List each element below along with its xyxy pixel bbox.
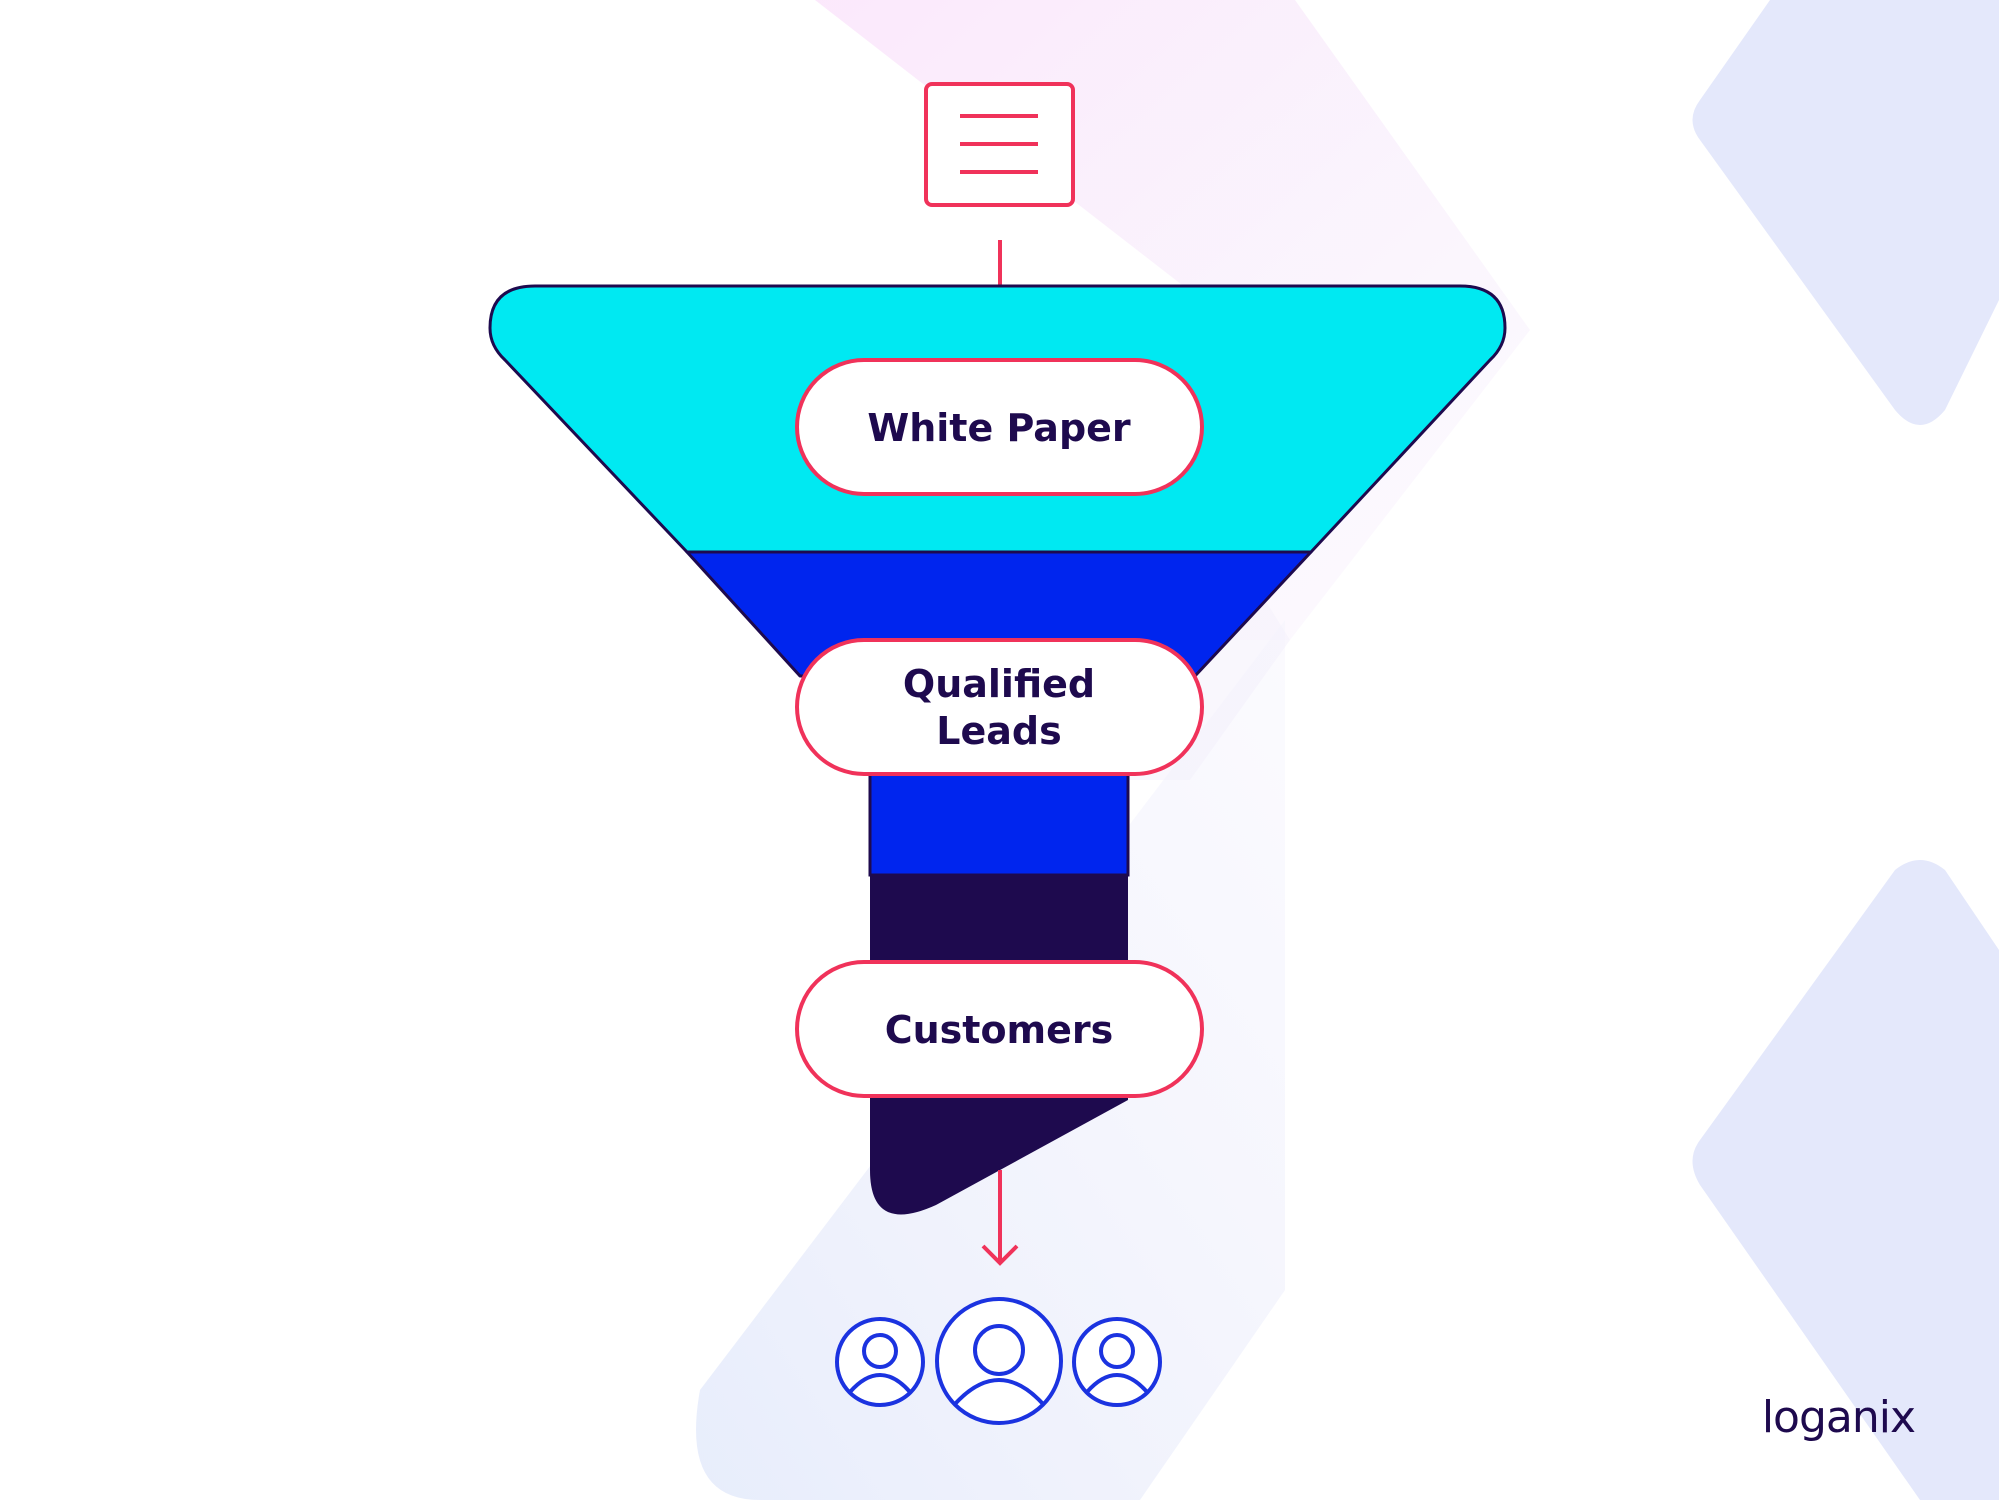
stage-label: White Paper bbox=[867, 406, 1131, 450]
user-icon bbox=[935, 1297, 1063, 1425]
user-icon bbox=[835, 1317, 925, 1407]
output-arrow bbox=[981, 1170, 1019, 1266]
document-icon bbox=[924, 82, 1075, 207]
stage-label-line-1: Qualified bbox=[903, 662, 1095, 706]
stage-pill-white-paper: White Paper bbox=[795, 358, 1204, 496]
funnel-segment-stem bbox=[868, 758, 1130, 877]
bg-diamond-bottom-right bbox=[1692, 860, 1999, 1500]
stage-label-line-2: Leads bbox=[936, 709, 1061, 753]
user-icon bbox=[1072, 1317, 1162, 1407]
brand-logo: loganix bbox=[1762, 1392, 1915, 1443]
bg-diamond-top-right bbox=[1692, 0, 1999, 425]
stage-label: Customers bbox=[885, 1008, 1114, 1052]
stage-pill-customers: Customers bbox=[795, 960, 1204, 1098]
stage-pill-qualified-leads: Qualified Leads bbox=[795, 638, 1204, 776]
